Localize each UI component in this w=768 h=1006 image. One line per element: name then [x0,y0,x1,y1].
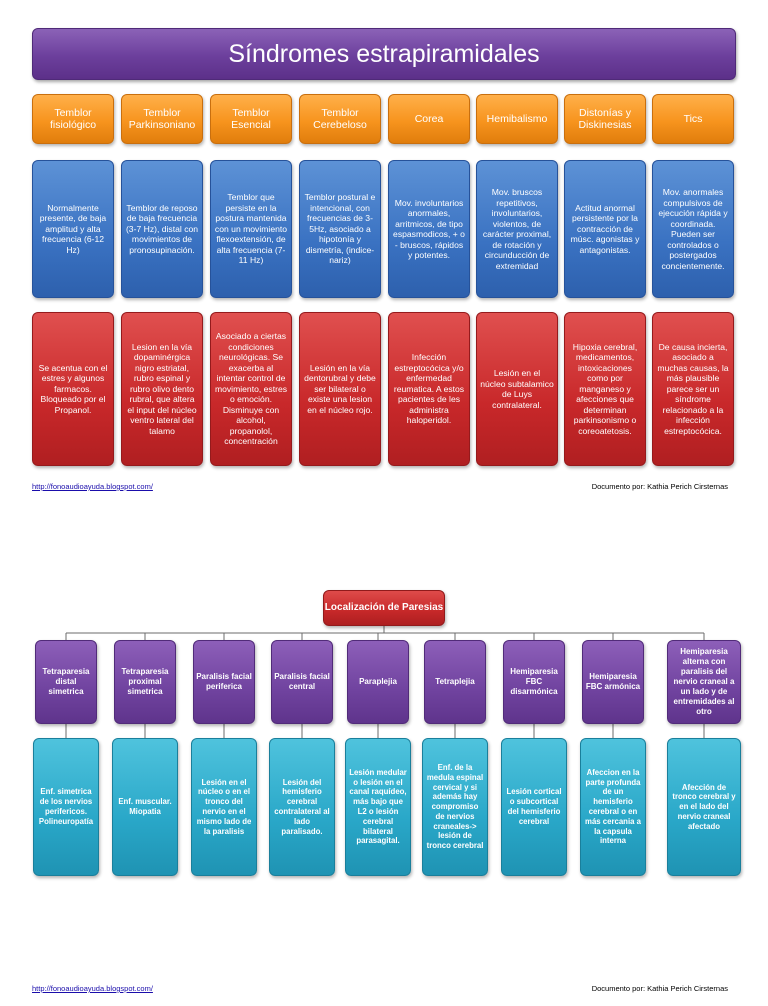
detail-tetraparesia-proximal: Enf. muscular. Miopatia [112,738,178,876]
description-temblor-esencial: Temblor que persiste en la postura mante… [210,160,292,298]
node-tetraparesia-proximal: Tetraparesia proximal simetrica [114,640,176,724]
detail-tetraplejia: Enf. de la medula espinal cervical y si … [422,738,488,876]
detail-temblor-cerebeloso: Lesión en la vía dentorubral y debe ser … [299,312,381,466]
node-hemiparesia-disarmonica: Hemiparesia FBC disarmónica [503,640,565,724]
node-paraplejia: Paraplejia [347,640,409,724]
footer-author-2: Documento por: Kathia Perich Cirsternas [591,984,728,993]
detail-hemibalismo: Lesión en el núcleo subtalamico de Luys … [476,312,558,466]
header-hemibalismo: Hemibalismo [476,94,558,144]
node-paralisis-periferica: Paralisis facial periferica [193,640,255,724]
page-title: Síndromes estrapiramidales [32,28,736,80]
header-tics: Tics [652,94,734,144]
node-tetraparesia-distal: Tetraparesia distal simetrica [35,640,97,724]
detail-hemiparesia-armonica: Afeccion en la parte profunda de un hemi… [580,738,646,876]
footer-link-1[interactable]: http://fonoaudioayuda.blogspot.com/ [32,482,153,491]
description-distonias: Actitud anormal persistente por la contr… [564,160,646,298]
header-corea: Corea [388,94,470,144]
header-distonias: Distonías y Diskinesias [564,94,646,144]
detail-hemiparesia-alterna: Afección de tronco cerebral y en el lado… [667,738,741,876]
detail-hemiparesia-disarmonica: Lesión cortical o subcortical del hemisf… [501,738,567,876]
footer-link-text[interactable]: http://fonoaudioayuda.blogspot.com/ [32,984,153,993]
description-temblor-fisiologico: Normalmente presente, de baja amplitud y… [32,160,114,298]
header-temblor-cerebeloso: Temblor Cerebeloso [299,94,381,144]
description-temblor-parkinsoniano: Temblor de reposo de baja frecuencia (3-… [121,160,203,298]
footer-link-2[interactable]: http://fonoaudioayuda.blogspot.com/ [32,984,153,993]
header-temblor-esencial: Temblor Esencial [210,94,292,144]
node-tetraplejia: Tetraplejia [424,640,486,724]
detail-distonias: Hipoxia cerebral, medicamentos, intoxica… [564,312,646,466]
detail-tics: De causa incierta, asociado a muchas cau… [652,312,734,466]
root-node: Localización de Paresias [323,590,445,626]
header-temblor-fisiologico: Temblor fisiológico [32,94,114,144]
detail-paraplejia: Lesión medular o lesión en el canal raqu… [345,738,411,876]
description-hemibalismo: Mov. bruscos repetitivos, involuntarios,… [476,160,558,298]
description-tics: Mov. anormales compulsivos de ejecución … [652,160,734,298]
description-corea: Mov. involuntarios anormales, arritmicos… [388,160,470,298]
header-temblor-parkinsoniano: Temblor Parkinsoniano [121,94,203,144]
detail-temblor-parkinsoniano: Lesion en la vía dopaminérgica nigro est… [121,312,203,466]
detail-temblor-esencial: Asociado a ciertas condiciones neurológi… [210,312,292,466]
node-hemiparesia-alterna: Hemiparesia alterna con paralisis del ne… [667,640,741,724]
description-temblor-cerebeloso: Temblor postural e intencional, con frec… [299,160,381,298]
detail-corea: Infección estreptocócica y/o enfermedad … [388,312,470,466]
node-hemiparesia-armonica: Hemiparesia FBC armónica [582,640,644,724]
footer-author-1: Documento por: Kathia Perich Cirsternas [591,482,728,491]
detail-tetraparesia-distal: Enf. simetrica de los nervios periferico… [33,738,99,876]
node-paralisis-central: Paralisis facial central [271,640,333,724]
detail-paralisis-periferica: Lesión en el núcleo o en el tronco del n… [191,738,257,876]
detail-paralisis-central: Lesión del hemisferio cerebral contralat… [269,738,335,876]
footer-link-text[interactable]: http://fonoaudioayuda.blogspot.com/ [32,482,153,491]
detail-temblor-fisiologico: Se acentua con el estres y algunos farma… [32,312,114,466]
